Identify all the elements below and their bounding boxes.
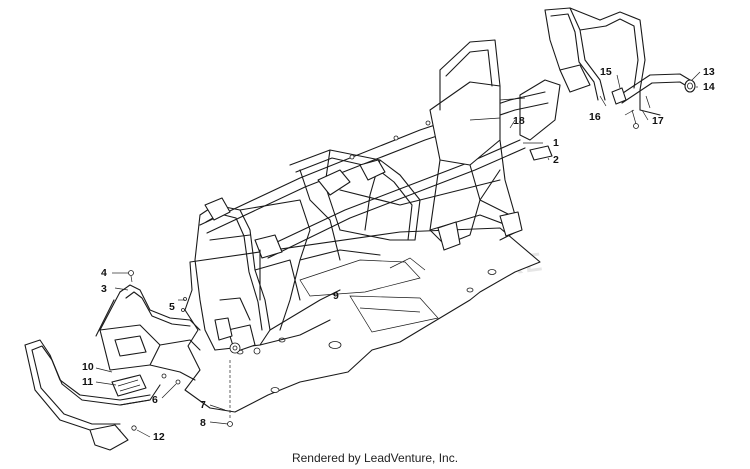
leader-lines [95, 71, 701, 438]
front-bumper [24, 270, 233, 451]
callout-9: 9 [333, 290, 339, 302]
callout-17: 17 [652, 115, 664, 127]
callout-16: 16 [589, 111, 601, 123]
part-2-plate [529, 145, 553, 161]
callout-1: 1 [553, 137, 559, 149]
callout-7: 7 [200, 399, 206, 411]
rear-bumper [544, 7, 696, 129]
callout-3: 3 [101, 283, 107, 295]
callout-14: 14 [703, 81, 715, 93]
callout-11: 11 [82, 376, 93, 388]
callout-labels: 1 2 3 4 5 6 7 8 9 10 11 12 13 14 15 16 1… [82, 66, 715, 443]
callout-2: 2 [553, 154, 559, 166]
callout-5: 5 [169, 301, 175, 313]
callout-8: 8 [200, 417, 206, 429]
callout-4: 4 [101, 267, 107, 279]
callout-13: 13 [703, 66, 715, 78]
callout-10: 10 [82, 361, 94, 373]
callout-12: 12 [153, 431, 165, 443]
callout-6: 6 [152, 394, 158, 406]
main-frame [194, 39, 561, 355]
render-credit: Rendered by LeadVenture, Inc. [291, 451, 459, 465]
skid-plate [184, 227, 541, 413]
callout-18: 18 [513, 115, 525, 127]
callout-15: 15 [600, 66, 612, 78]
